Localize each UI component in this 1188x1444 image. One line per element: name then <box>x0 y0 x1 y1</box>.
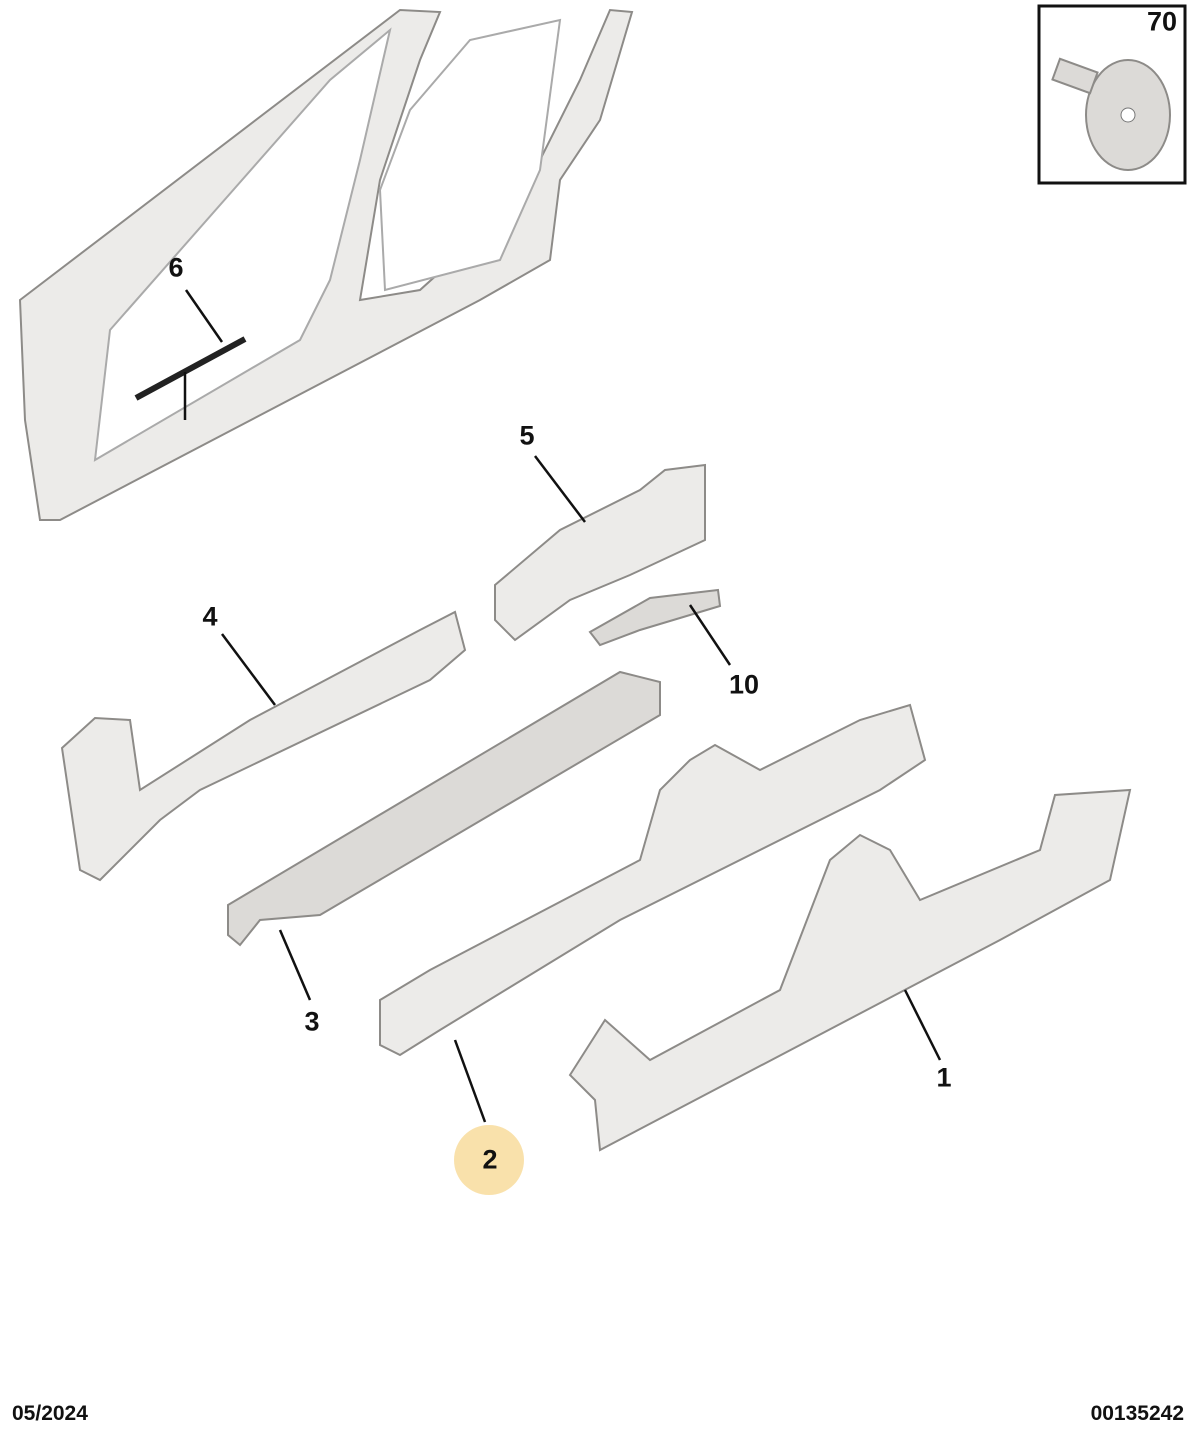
callout-5[interactable]: 5 <box>519 420 535 451</box>
part-6-side-frame[interactable] <box>18 8 634 521</box>
callout-10[interactable]: 10 <box>728 669 760 700</box>
part-4-inner-sill[interactable] <box>60 610 467 882</box>
leader-line-6 <box>184 289 224 343</box>
callout-6[interactable]: 6 <box>168 252 184 283</box>
footer-date: 05/2024 <box>12 1402 88 1425</box>
part-1-outer-sill[interactable] <box>568 788 1132 1152</box>
callout-4[interactable]: 4 <box>202 601 218 632</box>
highlight-marker <box>454 1125 524 1195</box>
leader-line-1 <box>903 989 942 1061</box>
leader-line-3 <box>278 929 312 1001</box>
callout-1[interactable]: 1 <box>936 1062 952 1093</box>
leader-line-5 <box>534 455 586 523</box>
part-70-clip[interactable] <box>1051 57 1171 171</box>
part-5-reinforcement[interactable] <box>494 463 706 642</box>
footer-diagram-code: 00135242 <box>1090 1402 1184 1425</box>
leader-line-4 <box>220 633 277 706</box>
callout-2[interactable]: 2 <box>482 1144 498 1175</box>
callout-3[interactable]: 3 <box>304 1006 320 1037</box>
callout-70[interactable]: 70 <box>1146 6 1178 37</box>
leader-line-10 <box>688 604 732 666</box>
part-10-bracket[interactable] <box>588 588 722 647</box>
part-3-beam[interactable] <box>227 670 661 947</box>
part-6-seal-strip[interactable] <box>134 336 247 401</box>
leader-line-2 <box>453 1039 487 1123</box>
part-2-sill-reinforcement[interactable] <box>379 703 927 1057</box>
